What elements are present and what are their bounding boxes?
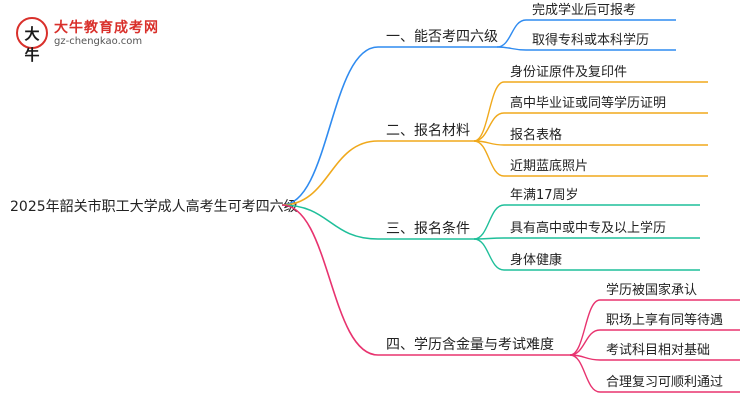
leaf-label: 具有高中或中专及以上学历 (510, 220, 666, 236)
leaf-connector (473, 112, 505, 142)
leaf-label: 身体健康 (510, 252, 562, 268)
leaf-label: 职场上享有同等待遇 (606, 312, 723, 328)
leaf-label: 高中毕业证或同等学历证明 (510, 95, 666, 111)
branch-label: 三、报名条件 (386, 220, 470, 237)
leaf-label: 合理复习可顺利通过 (606, 375, 723, 390)
leaf-connector (473, 81, 505, 142)
leaf-label: 身份证原件及复印件 (510, 64, 627, 80)
leaf-connector (496, 46, 527, 51)
branch-connector (281, 204, 379, 356)
leaf-label: 考试科目相对基础 (606, 343, 710, 358)
leaf-label: 报名表格 (510, 127, 562, 143)
leaf-label: 取得专科或本科学历 (532, 32, 649, 48)
branch-label: 四、学历含金量与考试难度 (386, 337, 554, 353)
leaf-connector (569, 329, 601, 356)
logo-badge-icon: 大牛 (16, 17, 48, 64)
leaf-connector (473, 238, 505, 271)
logo-badge-text: 大牛 (24, 25, 40, 64)
branch-connector (281, 204, 379, 240)
logo-title: 大牛教育成考网 (54, 20, 159, 36)
leaf-label: 学历被国家承认 (606, 282, 697, 298)
branch-connector (281, 46, 379, 206)
root-node: 2025年韶关市职工大学成人高考生可考四六级 (10, 198, 298, 215)
leaf-label: 年满17周岁 (510, 188, 579, 203)
leaf-label: 近期蓝底照片 (510, 158, 588, 174)
leaf-connector (569, 299, 601, 356)
leaf-connector (569, 354, 601, 393)
leaf-connector (473, 204, 505, 240)
leaf-connector (496, 19, 527, 48)
branch-connector (281, 140, 379, 206)
branch-label: 二、报名材料 (386, 123, 470, 139)
branch-label: 一、能否考四六级 (386, 29, 498, 45)
logo-url: gz-chengkao.com (54, 36, 143, 47)
site-logo: 大牛 大牛教育成考网 gz-chengkao.com (16, 15, 166, 64)
leaf-connector (473, 140, 505, 177)
leaf-label: 完成学业后可报考 (532, 2, 636, 18)
